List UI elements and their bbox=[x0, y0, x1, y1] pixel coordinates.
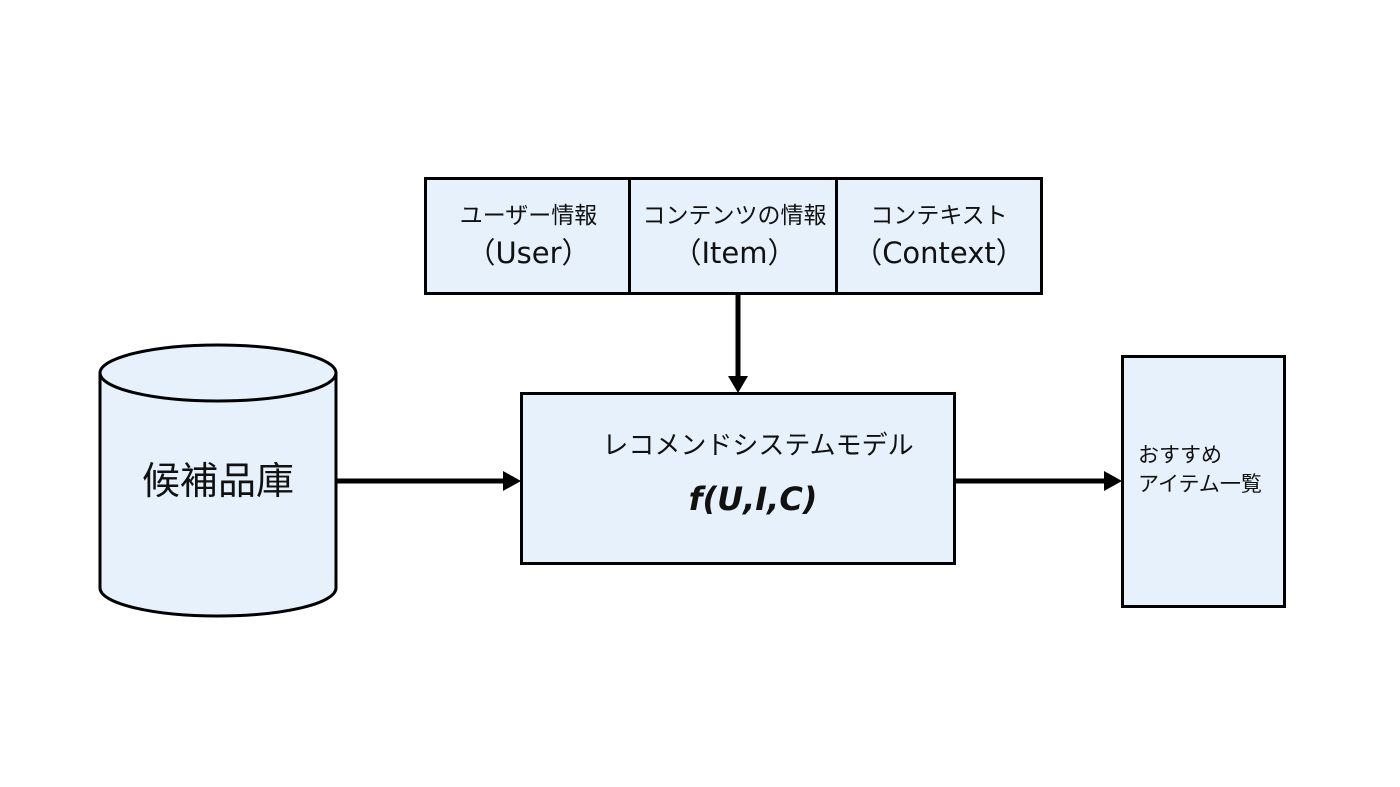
model-box: レコメンドシステムモデル f(U,I,C) bbox=[520, 392, 956, 565]
model-title: レコメンドシステムモデル bbox=[602, 431, 914, 461]
input-divider-1 bbox=[628, 180, 631, 292]
input-context: コンテキスト （Context） bbox=[838, 180, 1040, 292]
output-box: おすすめ アイテム一覧 bbox=[1121, 355, 1286, 608]
input-user-label: ユーザー情報 bbox=[459, 203, 598, 229]
model-formula: f(U,I,C) bbox=[688, 480, 818, 518]
arrow-inputs-to-model-head bbox=[728, 376, 748, 393]
input-item-code: （Item） bbox=[672, 236, 797, 270]
input-item-label: コンテンツの情報 bbox=[642, 203, 827, 229]
database-cylinder-body bbox=[98, 373, 338, 618]
input-divider-2 bbox=[835, 180, 838, 292]
database-label: 候補品庫 bbox=[141, 459, 294, 503]
input-context-code: （Context） bbox=[853, 236, 1025, 270]
arrow-database-to-model-head bbox=[503, 471, 521, 491]
input-user-code: （User） bbox=[466, 236, 591, 270]
arrow-model-to-output-head bbox=[1104, 471, 1122, 491]
input-user: ユーザー情報 （User） bbox=[427, 180, 630, 292]
input-context-label: コンテキスト bbox=[870, 203, 1008, 229]
input-item: コンテンツの情報 （Item） bbox=[631, 180, 838, 292]
output-label: おすすめ アイテム一覧 bbox=[1138, 441, 1262, 499]
database-cylinder-top bbox=[98, 343, 338, 403]
output-label-line2: アイテム一覧 bbox=[1138, 472, 1262, 496]
inputs-box: ユーザー情報 （User） コンテンツの情報 （Item） コンテキスト （Co… bbox=[424, 177, 1043, 295]
output-label-line1: おすすめ bbox=[1138, 443, 1222, 467]
